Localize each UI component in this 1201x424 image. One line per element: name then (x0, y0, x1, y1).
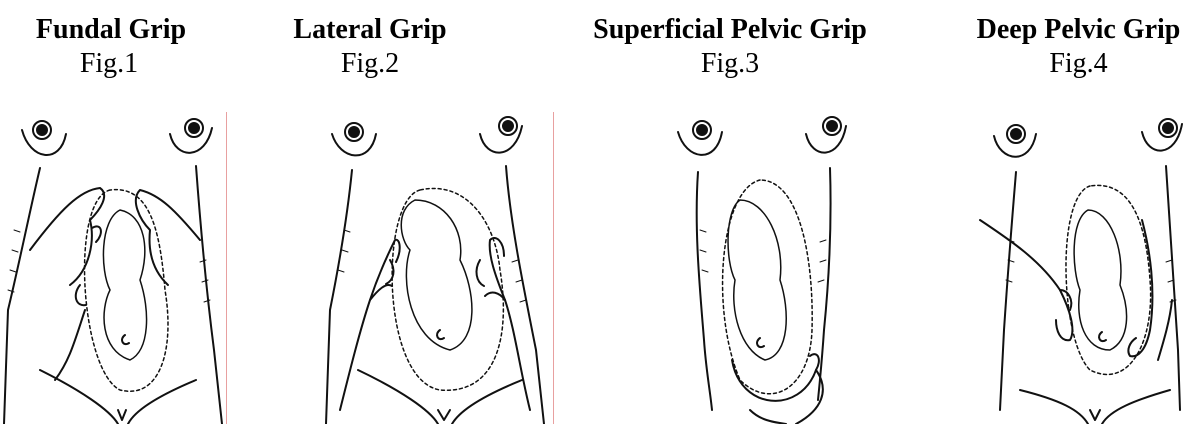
deep-pelvic-grip-illustration-icon (960, 110, 1190, 424)
figure-title: Deep Pelvic Grip (956, 14, 1201, 46)
fundal-grip-illustration-icon (0, 110, 228, 424)
figure-title: Superficial Pelvic Grip (580, 14, 880, 46)
figure-caption: Fig.4 (956, 48, 1201, 80)
superficial-pelvic-grip-illustration-icon (600, 110, 860, 424)
figure-panel-lateral-grip: Lateral Grip Fig.2 (300, 0, 556, 424)
divider-line (553, 112, 554, 424)
figure-title: Lateral Grip (190, 14, 550, 46)
figure-panel-deep-pelvic-grip: Deep Pelvic Grip Fig.4 (960, 0, 1201, 424)
figure-panel-superficial-pelvic-grip: Superficial Pelvic Grip Fig.3 (600, 0, 860, 424)
divider-line (226, 112, 227, 424)
lateral-grip-illustration-icon (300, 110, 556, 424)
figure-caption: Fig.3 (580, 48, 880, 80)
figure-caption: Fig.2 (190, 48, 550, 80)
